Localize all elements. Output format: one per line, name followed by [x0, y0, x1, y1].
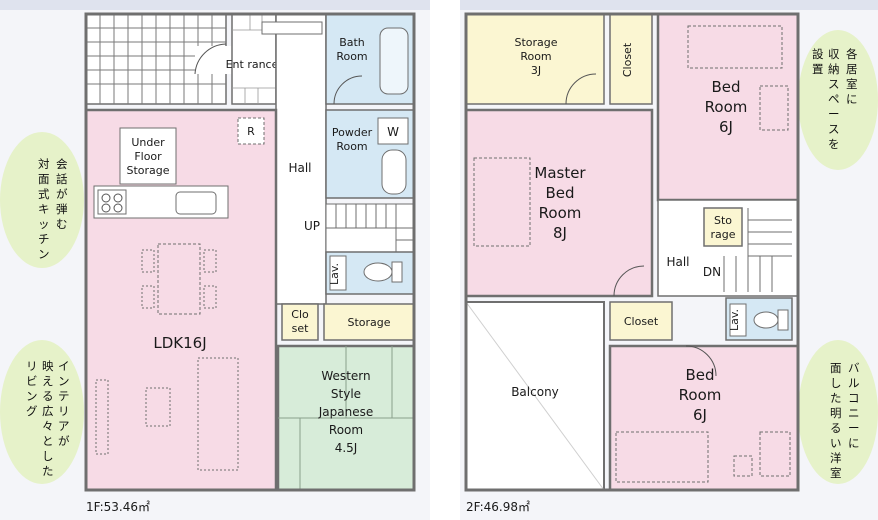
powder-w-label: W — [387, 125, 399, 139]
svg-text:置: 置 — [812, 62, 824, 76]
svg-text:設: 設 — [812, 47, 824, 61]
svg-text:が: が — [58, 434, 70, 448]
svg-text:コ: コ — [848, 391, 860, 405]
closet-mid-label: Closet — [624, 315, 659, 328]
svg-text:洋: 洋 — [830, 451, 842, 465]
balcony-label: Balcony — [511, 385, 559, 399]
ldk-label: LDK16J — [153, 334, 206, 352]
svg-text:対: 対 — [38, 157, 50, 171]
svg-text:え: え — [42, 374, 54, 388]
svg-text:ン: ン — [58, 374, 70, 388]
entrance-label: Ent rance — [226, 58, 279, 71]
svg-text:各: 各 — [846, 47, 858, 61]
svg-text:チ: チ — [38, 232, 50, 246]
floor2-area: 2F:46.98㎡ — [466, 500, 530, 514]
svg-text:話: 話 — [56, 172, 68, 186]
floor1-area: 1F:53.46㎡ — [86, 500, 150, 514]
svg-text:る: る — [42, 389, 54, 403]
svg-text:ン: ン — [38, 247, 50, 261]
up-label: UP — [304, 219, 320, 233]
svg-text:し: し — [42, 449, 54, 463]
svg-text:ス: ス — [828, 77, 840, 91]
svg-text:を: を — [828, 137, 840, 151]
svg-text:ッ: ッ — [38, 217, 50, 231]
bubble-right-bottom: バ ル コ ニ ー に 面 し た 明 る い 洋 室 — [798, 340, 878, 484]
svg-text:キ: キ — [38, 202, 50, 216]
svg-text:る: る — [830, 421, 842, 435]
svg-text:ス: ス — [828, 122, 840, 136]
svg-text:リ: リ — [26, 359, 38, 373]
svg-text:い: い — [830, 436, 842, 450]
svg-text:に: に — [846, 92, 858, 106]
svg-text:と: と — [42, 434, 54, 448]
closet-top-label: Closet — [621, 42, 634, 77]
hall-label-1f: Hall — [288, 161, 311, 175]
svg-text:ル: ル — [848, 376, 860, 390]
svg-text:面: 面 — [830, 361, 842, 375]
svg-text:収: 収 — [828, 47, 840, 61]
svg-text:テ: テ — [58, 389, 70, 403]
svg-text:バ: バ — [848, 361, 860, 375]
svg-text:明: 明 — [830, 406, 842, 420]
svg-text:室: 室 — [846, 77, 858, 91]
bubble-left-bottom: イ ン テ リ ア が 映 え る 広 々 と し た リ ビ ン グ — [0, 340, 84, 484]
svg-text:グ: グ — [26, 404, 38, 418]
svg-text:面: 面 — [38, 172, 50, 186]
svg-text:イ: イ — [58, 359, 70, 373]
r-mark-label: R — [247, 125, 255, 138]
svg-text:弾: 弾 — [56, 202, 68, 216]
svg-text:広: 広 — [42, 404, 54, 418]
lav-label-1f: Lav. — [328, 263, 341, 285]
lav-label-2f: Lav. — [728, 309, 741, 331]
svg-text:々: 々 — [42, 419, 54, 433]
svg-text:居: 居 — [846, 62, 858, 76]
svg-text:ー: ー — [828, 107, 840, 121]
bubble-left-top-line1: 会 — [56, 157, 68, 171]
svg-text:に: に — [848, 436, 860, 450]
svg-text:式: 式 — [38, 187, 50, 201]
svg-text:室: 室 — [830, 466, 842, 480]
svg-text:た: た — [42, 464, 54, 478]
svg-text:納: 納 — [828, 62, 840, 76]
bubble-left-top: 会 話 が 弾 む 対 面 式 キ ッ チ ン — [0, 132, 84, 268]
svg-text:ア: ア — [58, 419, 70, 433]
svg-text:ニ: ニ — [848, 406, 860, 420]
svg-text:リ: リ — [58, 404, 70, 418]
svg-text:ン: ン — [26, 389, 38, 403]
svg-text:ビ: ビ — [26, 374, 38, 388]
svg-text:映: 映 — [42, 359, 54, 373]
svg-text:む: む — [56, 217, 68, 231]
svg-text:ー: ー — [848, 421, 860, 435]
svg-text:ペ: ペ — [828, 92, 840, 106]
svg-text:が: が — [56, 187, 68, 201]
bubble-right-top: 各 居 室 に 収 納 ス ペ ー ス を 設 置 — [798, 30, 878, 170]
svg-text:し: し — [830, 376, 842, 390]
hall-label-2f: Hall — [666, 255, 689, 269]
svg-text:た: た — [830, 391, 842, 405]
dn-label: DN — [703, 265, 721, 279]
storage-label-1f: Storage — [347, 316, 390, 329]
